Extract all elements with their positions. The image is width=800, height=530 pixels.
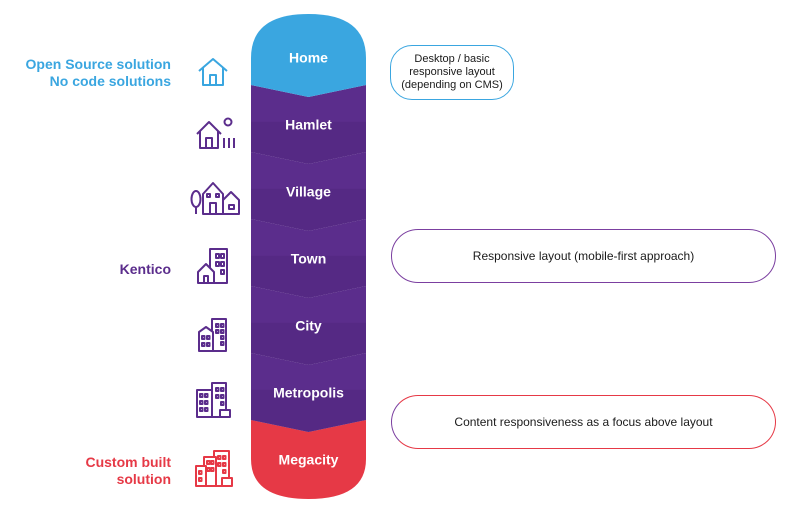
metropolis-icon [196, 382, 231, 418]
open-source-line: Open Source solution [25, 56, 171, 72]
level-label-village: Village [286, 184, 331, 200]
city-icon [198, 318, 227, 352]
level-segment-megacity [251, 420, 366, 499]
desktop-line1: Desktop / basic [414, 53, 490, 65]
level-shade-hamlet [251, 121, 366, 164]
level-segment-village [251, 152, 366, 231]
responsive-layout-box: Responsive layout (mobile-first approach… [391, 229, 776, 283]
level-label-megacity: Megacity [279, 452, 339, 468]
desktop-layout-box: Desktop / basic responsive layout (depen… [390, 45, 514, 100]
megacity-icon [195, 450, 233, 487]
desktop-line3: (depending on CMS) [401, 79, 503, 91]
kentico-label: Kentico [120, 261, 171, 278]
level-shade-village [251, 188, 366, 231]
level-segment-town [251, 219, 366, 298]
level-label-metropolis: Metropolis [273, 385, 344, 401]
level-segment-home [251, 14, 366, 97]
house-with-sun-icon [196, 117, 235, 149]
level-label-hamlet: Hamlet [285, 117, 332, 133]
house-icon [198, 58, 228, 86]
level-segment-city [251, 286, 366, 365]
solution-line: solution [116, 471, 171, 487]
town-icon [197, 248, 228, 284]
no-code-line: No code solutions [49, 73, 171, 89]
level-label-home: Home [289, 50, 328, 66]
responsive-layout-text: Responsive layout (mobile-first approach… [472, 248, 695, 263]
level-label-town: Town [291, 251, 327, 267]
kentico-line: Kentico [119, 261, 171, 277]
level-segment-hamlet [251, 85, 366, 164]
custom-built-line: Custom built [85, 454, 171, 470]
custom-built-label: Custom built solution [85, 454, 171, 488]
village-icon [190, 182, 240, 215]
level-shade-city [251, 322, 366, 365]
level-label-city: City [295, 318, 322, 334]
desktop-line2: responsive layout [409, 66, 495, 78]
level-shade-town [251, 255, 366, 298]
content-responsiveness-text: Content responsiveness as a focus above … [454, 414, 713, 429]
open-source-label: Open Source solution No code solutions [26, 56, 171, 90]
content-responsiveness-box: Content responsiveness as a focus above … [391, 395, 776, 449]
desktop-layout-text: Desktop / basic responsive layout (depen… [401, 53, 503, 92]
level-shade-metropolis [251, 389, 366, 432]
level-segment-metropolis [251, 353, 366, 432]
